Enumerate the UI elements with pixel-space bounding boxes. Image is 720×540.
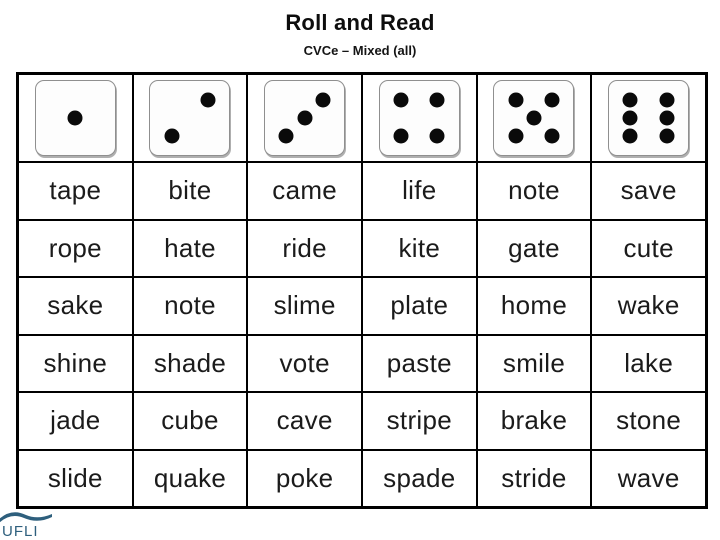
header: Roll and Read CVCe – Mixed (all) bbox=[0, 0, 720, 59]
word-cell: cute bbox=[591, 219, 706, 277]
die-pip bbox=[278, 128, 294, 144]
die-pip bbox=[622, 128, 638, 144]
die-pip bbox=[429, 128, 445, 144]
die-3-icon bbox=[264, 80, 346, 156]
word-cell: wake bbox=[591, 277, 706, 335]
die-5-cell bbox=[476, 74, 592, 162]
die-2-icon bbox=[149, 80, 231, 156]
word-cell: smile bbox=[476, 334, 592, 392]
word-cell: cave bbox=[247, 392, 362, 450]
die-1-cell bbox=[18, 74, 133, 162]
word-cell: bite bbox=[132, 162, 248, 220]
word-cell: poke bbox=[247, 449, 362, 507]
ufli-logo: UFLI bbox=[0, 512, 52, 539]
word-cell: slime bbox=[247, 277, 362, 335]
word-cell: vote bbox=[247, 334, 362, 392]
word-cell: came bbox=[247, 162, 362, 220]
word-cell: gate bbox=[476, 219, 592, 277]
word-cell: tape bbox=[18, 162, 133, 220]
die-pip bbox=[544, 92, 560, 108]
die-pip bbox=[393, 92, 409, 108]
word-cell: plate bbox=[361, 277, 477, 335]
word-cell: home bbox=[476, 277, 592, 335]
word-cell: slide bbox=[18, 449, 133, 507]
die-pip bbox=[659, 128, 675, 144]
word-cell: spade bbox=[361, 449, 477, 507]
word-cell: wave bbox=[591, 449, 706, 507]
word-cell: quake bbox=[132, 449, 248, 507]
die-pip bbox=[659, 110, 675, 126]
die-1-icon bbox=[34, 80, 116, 156]
word-cell: lake bbox=[591, 334, 706, 392]
die-pip bbox=[297, 110, 313, 126]
word-cell: brake bbox=[476, 392, 592, 450]
word-cell: stride bbox=[476, 449, 592, 507]
word-cell: life bbox=[361, 162, 477, 220]
word-cell: shade bbox=[132, 334, 248, 392]
die-pip bbox=[164, 128, 180, 144]
word-cell: kite bbox=[361, 219, 477, 277]
word-cell: paste bbox=[361, 334, 477, 392]
word-cell: cube bbox=[132, 392, 248, 450]
die-2-cell bbox=[132, 74, 248, 162]
word-cell: sake bbox=[18, 277, 133, 335]
word-cell: ride bbox=[247, 219, 362, 277]
page-title: Roll and Read bbox=[285, 10, 435, 35]
die-pip bbox=[508, 92, 524, 108]
word-cell: note bbox=[476, 162, 592, 220]
word-cell: save bbox=[591, 162, 706, 220]
logo-text: UFLI bbox=[2, 523, 39, 539]
die-pip bbox=[659, 92, 675, 108]
die-4-cell bbox=[361, 74, 477, 162]
die-6-cell bbox=[591, 74, 706, 162]
word-cell: jade bbox=[18, 392, 133, 450]
die-4-icon bbox=[378, 80, 460, 156]
word-cell: hate bbox=[132, 219, 248, 277]
die-5-icon bbox=[493, 80, 575, 156]
word-cell: note bbox=[132, 277, 248, 335]
die-pip bbox=[429, 92, 445, 108]
die-3-cell bbox=[247, 74, 362, 162]
word-cell: shine bbox=[18, 334, 133, 392]
die-pip bbox=[622, 110, 638, 126]
word-cell: stone bbox=[591, 392, 706, 450]
die-pip bbox=[67, 110, 83, 126]
word-cell: stripe bbox=[361, 392, 477, 450]
die-pip bbox=[393, 128, 409, 144]
logo-swoosh-icon bbox=[0, 512, 52, 523]
die-pip bbox=[508, 128, 524, 144]
word-cell: rope bbox=[18, 219, 133, 277]
die-6-icon bbox=[608, 80, 690, 156]
die-pip bbox=[315, 92, 331, 108]
die-pip bbox=[200, 92, 216, 108]
die-pip bbox=[526, 110, 542, 126]
die-pip bbox=[622, 92, 638, 108]
page-subtitle: CVCe – Mixed (all) bbox=[303, 43, 417, 58]
die-pip bbox=[544, 128, 560, 144]
